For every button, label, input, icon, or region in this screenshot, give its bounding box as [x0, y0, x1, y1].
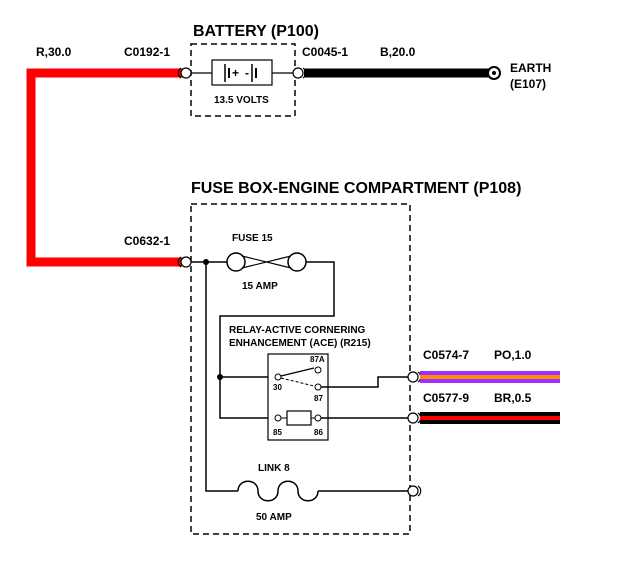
- fuse-15: [226, 252, 307, 272]
- relay-pin-87: 87: [314, 394, 323, 403]
- earth-ref: (E107): [510, 77, 546, 91]
- output-1-connector-label: C0574-7: [423, 348, 469, 362]
- connector-pin-c0577: [407, 412, 419, 424]
- battery-left-connector-label: C0192-1: [124, 45, 170, 59]
- relay-coil: [286, 410, 312, 426]
- relay-title-line2: ENHANCEMENT (ACE) (R215): [229, 338, 371, 349]
- battery-voltage: 13.5 VOLTS: [214, 95, 269, 106]
- battery-title: BATTERY (P100): [193, 23, 319, 40]
- connector-pin-link: [407, 485, 419, 497]
- output-2-wire: [420, 412, 560, 424]
- output-1-wire: [420, 371, 560, 383]
- relay-pin-30: 30: [273, 383, 282, 392]
- relay-pin-86: 86: [314, 428, 323, 437]
- output-1-wire-label: PO,1.0: [494, 348, 532, 362]
- connector-pin-c0192: [180, 67, 192, 79]
- battery-right-connector-label: C0045-1: [302, 45, 348, 59]
- relay-pin-85: 85: [273, 428, 282, 437]
- earth-label: EARTH: [510, 61, 551, 75]
- fuse-box-boundary: [190, 203, 411, 535]
- battery-symbol: [211, 59, 273, 86]
- feed-wire-red: [26, 68, 183, 267]
- battery-minus: -: [245, 66, 249, 80]
- battery-plus: +: [232, 66, 239, 80]
- output-2-connector-label: C0577-9: [423, 391, 469, 405]
- link-8: [237, 480, 319, 502]
- fuse-15-rating: 15 AMP: [242, 281, 278, 292]
- battery-boundary: [190, 43, 296, 117]
- feed-wire-label: R,30.0: [36, 45, 72, 59]
- connector-pin-c0632: [180, 256, 192, 268]
- fuse-box-title: FUSE BOX-ENGINE COMPARTMENT (P108): [191, 180, 521, 197]
- link-8-label: LINK 8: [258, 463, 290, 474]
- earth-wire-label: B,20.0: [380, 45, 416, 59]
- relay-pin-87a: 87A: [310, 355, 325, 364]
- link-8-rating: 50 AMP: [256, 512, 292, 523]
- connector-pin-c0574: [407, 371, 419, 383]
- connector-pin-c0045: [292, 67, 304, 79]
- relay-title-line1: RELAY-ACTIVE CORNERING: [229, 325, 366, 336]
- fuse-15-label: FUSE 15: [232, 233, 273, 244]
- fuse-box-input-connector-label: C0632-1: [124, 234, 170, 248]
- output-2-wire-label: BR,0.5: [494, 391, 532, 405]
